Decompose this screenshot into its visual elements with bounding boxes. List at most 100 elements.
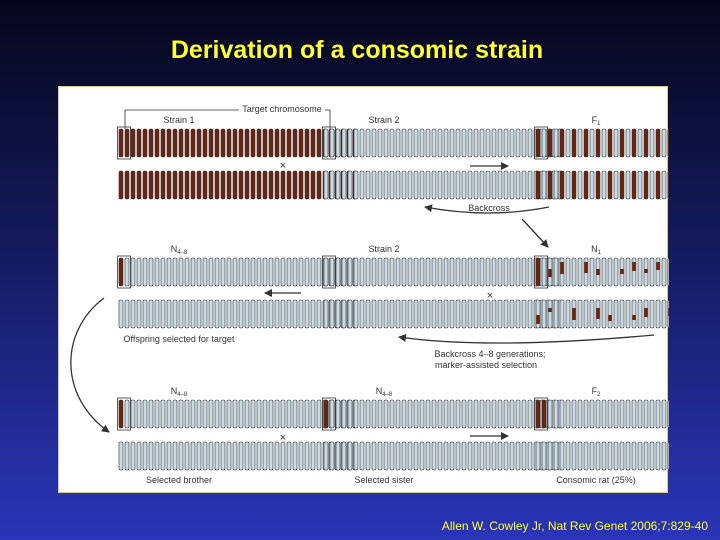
chromosome-pair (407, 170, 419, 200)
chromosome-pair (347, 441, 359, 471)
chromosome-pair (250, 128, 262, 158)
chromosome-pair (619, 399, 631, 429)
chromatid (509, 128, 515, 158)
chromatid (365, 399, 371, 429)
chromosome-pair (571, 128, 583, 158)
chromatid (142, 128, 148, 158)
chromatid (220, 128, 226, 158)
chromatid (341, 128, 347, 158)
chromatid (202, 399, 208, 429)
chromatid (431, 257, 437, 287)
chromatid (347, 170, 353, 200)
chromatid (431, 441, 437, 471)
chromatid (244, 128, 250, 158)
chromosome-pair (535, 257, 547, 287)
chromosome-pair (226, 257, 238, 287)
chromatid (625, 128, 631, 158)
chromosome-pair (371, 399, 383, 429)
chromatid (142, 257, 148, 287)
chromatid (292, 441, 298, 471)
chromatid (637, 299, 643, 329)
chromosome-pair (323, 441, 335, 471)
chromatid (443, 299, 449, 329)
chromosome-pair (515, 170, 527, 200)
chromatid (407, 441, 413, 471)
chromosome-pair (535, 170, 547, 200)
chromosome-pair (559, 128, 571, 158)
chromosome-pair (142, 399, 154, 429)
chromatid (401, 128, 407, 158)
chromosome-pair (455, 299, 467, 329)
chromatid (202, 128, 208, 158)
panel-n1 (534, 255, 669, 329)
chromosome-pair (655, 257, 667, 287)
chromosome-pair (262, 299, 274, 329)
chromosome-pair (226, 399, 238, 429)
chromatid (553, 170, 559, 200)
chromatid (286, 128, 292, 158)
chromatid (310, 128, 316, 158)
chromatid (148, 170, 154, 200)
chromatid (341, 170, 347, 200)
chromatid (383, 128, 389, 158)
chromatid (535, 257, 541, 287)
chromatid (515, 128, 521, 158)
chromatid (347, 257, 353, 287)
chromosome-pair (274, 257, 286, 287)
chromatid (220, 399, 226, 429)
chromatid (298, 441, 304, 471)
chromatid (298, 299, 304, 329)
chromosome-pair (274, 441, 286, 471)
chromatid (577, 299, 583, 329)
chromosome-pair (190, 441, 202, 471)
chromosome-pair (335, 441, 347, 471)
chromatid (527, 257, 533, 287)
chromatid (595, 399, 601, 429)
chromosome-pair (643, 299, 655, 329)
chromatid (280, 128, 286, 158)
chromatid (274, 299, 280, 329)
chromatid (625, 257, 631, 287)
chromatid (443, 170, 449, 200)
chromosome-pair (419, 128, 431, 158)
chromatid (413, 257, 419, 287)
chromosome-pair (118, 441, 130, 471)
chromatid (142, 299, 148, 329)
chromatid (124, 128, 130, 158)
chromatid (371, 299, 377, 329)
chromatid (226, 128, 232, 158)
chromatid (178, 399, 184, 429)
chromatid (304, 441, 310, 471)
chromatid (515, 441, 521, 471)
chromosome-pair (262, 170, 274, 200)
chromatid (310, 441, 316, 471)
chromatid (353, 257, 359, 287)
chromatid (553, 441, 559, 471)
chromatid (316, 170, 322, 200)
chromatid (485, 170, 491, 200)
chromatid (619, 170, 625, 200)
chromatid (553, 399, 559, 429)
target-highlight (534, 397, 548, 431)
chromosome-pair (118, 257, 130, 287)
chromosome-pair (323, 128, 335, 158)
chromatid (649, 299, 655, 329)
chromatid (130, 299, 136, 329)
chromatid (172, 441, 178, 471)
chromosome-pair (262, 128, 274, 158)
chromatid (323, 128, 329, 158)
chromosome-pair (655, 170, 667, 200)
target-highlight (117, 397, 131, 431)
chromosome-pair (631, 128, 643, 158)
chromatid (268, 128, 274, 158)
chromatid (613, 299, 619, 329)
chromosome-pair (118, 170, 130, 200)
chromatid (250, 170, 256, 200)
chromosome-pair (559, 170, 571, 200)
chromosome-pair (310, 441, 322, 471)
chromatid (178, 257, 184, 287)
chromatid (467, 399, 473, 429)
chromatid (449, 128, 455, 158)
cross-symbol-mid: × (487, 290, 493, 302)
chromatid (280, 441, 286, 471)
